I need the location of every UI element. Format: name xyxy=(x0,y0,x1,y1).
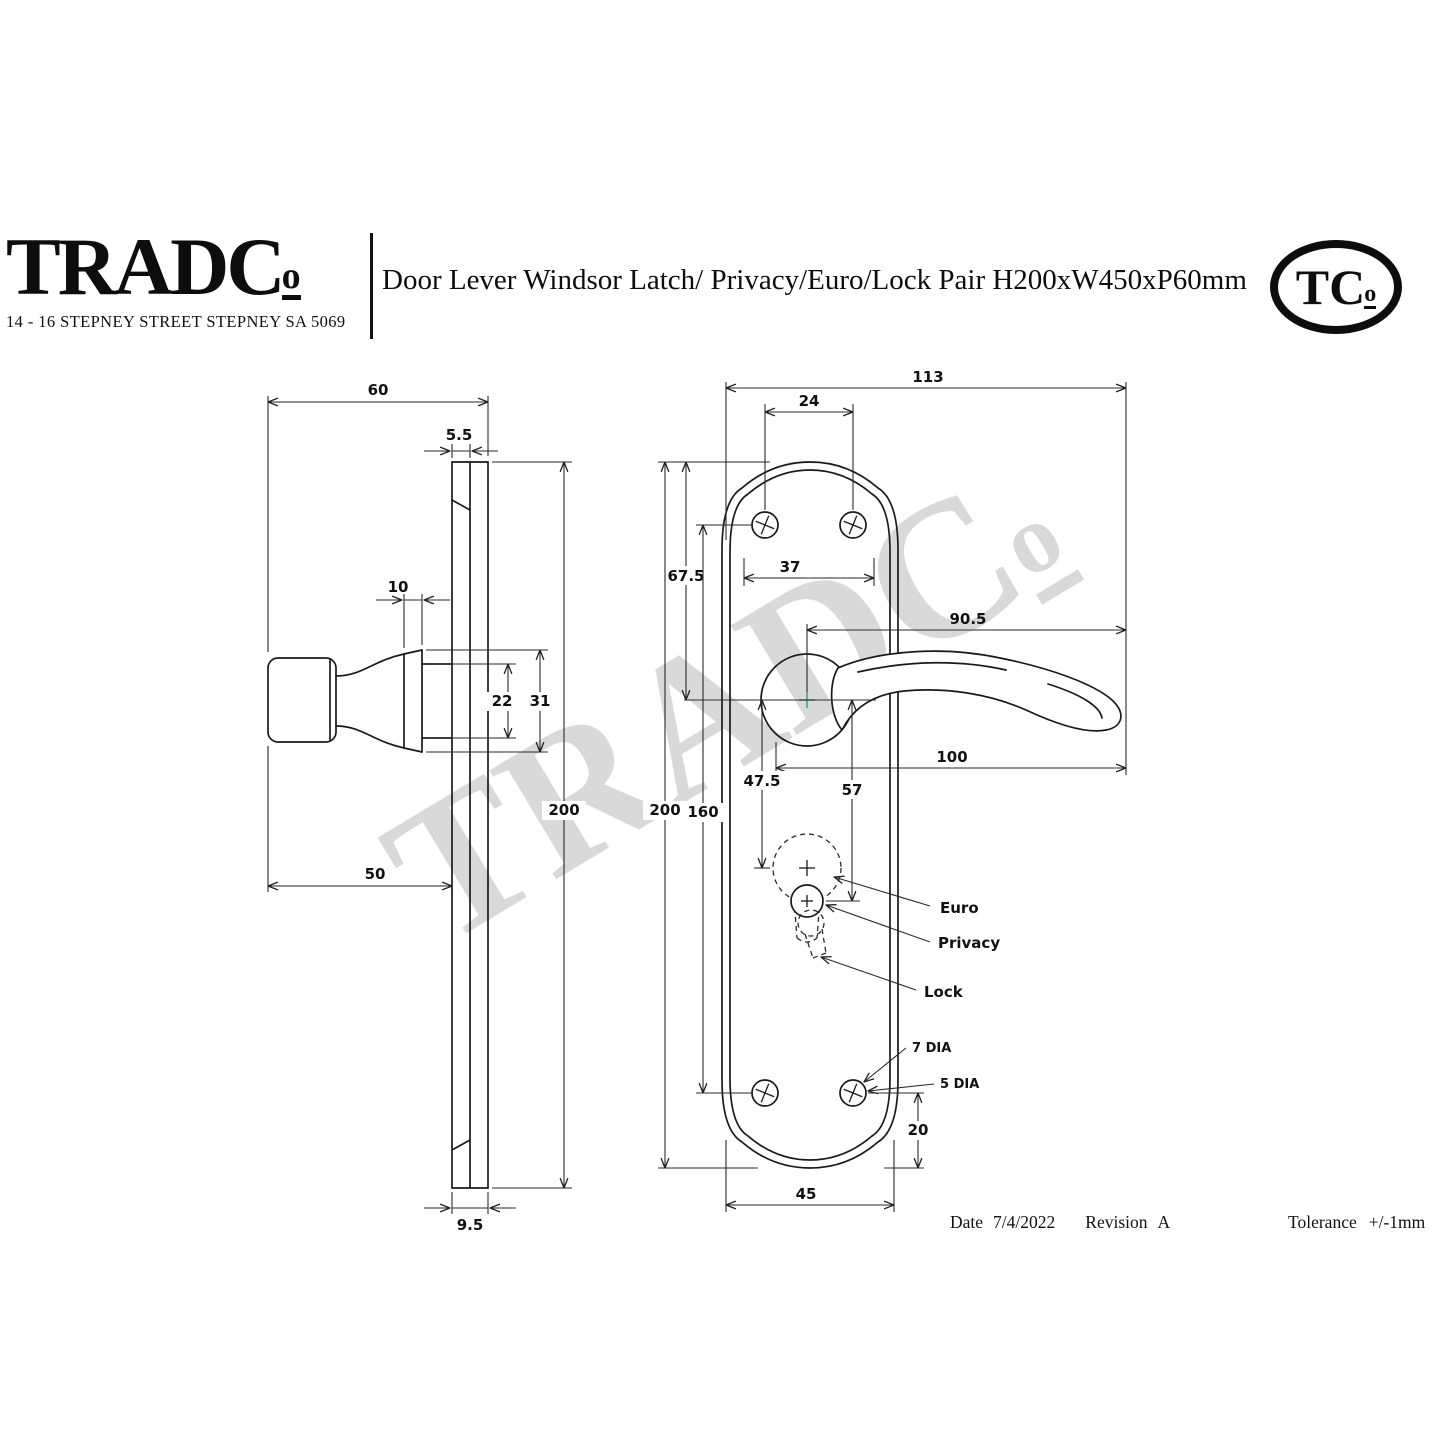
screw-bottom-right xyxy=(839,1079,867,1107)
dim-overall-width: 113 xyxy=(725,368,1127,775)
revision-label: Revision xyxy=(1085,1212,1148,1232)
dim-centre-to-privacy-text: 57 xyxy=(842,781,863,799)
company-badge: TCo xyxy=(1270,240,1402,334)
dim-screw-vertical-span-text: 160 xyxy=(687,803,718,821)
lever-grip-detail xyxy=(857,661,1007,673)
label-screw-inner-dia: 5 DIA xyxy=(940,1077,979,1092)
dim-plate-width: 45 xyxy=(725,1140,895,1212)
dim-rose-inner-text: 22 xyxy=(492,692,513,710)
logo-small-o: o xyxy=(281,257,301,300)
side-plate-profile xyxy=(451,461,489,1189)
dim-side-height-text: 200 xyxy=(548,801,579,819)
backplate-inner xyxy=(729,469,891,1161)
dim-top-to-centre-text: 67.5 xyxy=(667,567,704,585)
side-view: 60 5.5 10 22 xyxy=(267,381,586,1234)
dim-lever-length: 100 xyxy=(775,742,1126,776)
backplate-outer xyxy=(721,461,899,1169)
dim-front-height-text: 200 xyxy=(649,801,680,819)
dim-top-to-centre: 67.5 xyxy=(662,461,770,700)
tolerance-label: Tolerance xyxy=(1288,1212,1357,1232)
dim-base-thickness: 9.5 xyxy=(424,1192,516,1234)
leader-privacy: Privacy xyxy=(826,905,1000,952)
label-privacy: Privacy xyxy=(938,934,1000,952)
leader-screw-inner-dia: 5 DIA xyxy=(868,1077,979,1092)
euro-cylinder-cutout xyxy=(772,833,842,943)
dim-lever-reach: 90.5 xyxy=(806,610,1126,692)
dim-screw-to-bottom-text: 20 xyxy=(908,1121,929,1139)
dim-plate-top-width: 37 xyxy=(743,558,875,586)
company-logo: TRADCo xyxy=(6,226,346,308)
logo-main: TRADC xyxy=(6,221,286,312)
screw-top-left xyxy=(751,511,779,539)
dim-edge-thickness: 5.5 xyxy=(424,426,498,458)
revision-value: A xyxy=(1157,1212,1171,1232)
date-label: Date xyxy=(950,1212,984,1232)
dim-edge-thickness-text: 5.5 xyxy=(446,426,473,444)
dim-side-height: 200 xyxy=(492,461,586,1189)
dim-centre-to-privacy: 57 xyxy=(826,700,868,902)
date-value: 7/4/2022 xyxy=(993,1212,1056,1232)
dim-front-height: 200 xyxy=(643,461,758,1169)
privacy-turn-cutout xyxy=(790,884,824,918)
dim-lever-length-text: 100 xyxy=(936,748,967,766)
tolerance-value: +/-1mm xyxy=(1368,1212,1426,1232)
brand-block: TRADCo 14 - 16 STEPNEY STREET STEPNEY SA… xyxy=(6,226,346,332)
lever-scroll-detail xyxy=(1047,683,1103,719)
badge-small-o: o xyxy=(1364,281,1377,309)
dim-collar-width-text: 10 xyxy=(388,578,409,596)
label-euro: Euro xyxy=(940,899,979,917)
footer-revision-info: Date 7/4/2022 Revision A xyxy=(950,1212,1180,1233)
dim-rose-outer: 31 xyxy=(426,649,555,753)
lock-keyhole-cutout xyxy=(797,909,827,959)
front-view: 113 24 67.5 37 200 xyxy=(643,368,1127,1212)
dim-rose-outer-text: 31 xyxy=(530,692,551,710)
lever-handle xyxy=(830,650,1122,732)
label-lock: Lock xyxy=(924,983,964,1001)
dim-handle-length: 50 xyxy=(267,746,452,892)
badge-main: TC xyxy=(1295,259,1366,315)
dim-screw-to-bottom: 20 xyxy=(868,1092,932,1169)
dim-overall-width-text: 113 xyxy=(912,368,943,386)
leader-screw-outer-dia: 7 DIA xyxy=(864,1041,951,1082)
dim-screw-span: 24 xyxy=(764,392,854,510)
screw-top-right xyxy=(839,511,867,539)
dim-base-thickness-text: 9.5 xyxy=(457,1216,484,1234)
dim-screw-span-text: 24 xyxy=(799,392,820,410)
dim-lever-reach-text: 90.5 xyxy=(949,610,986,628)
dim-screw-vertical-span: 160 xyxy=(683,524,752,1094)
dim-plate-top-width-text: 37 xyxy=(780,558,801,576)
header-divider xyxy=(370,233,373,339)
dim-collar-width: 10 xyxy=(376,578,450,648)
company-address: 14 - 16 STEPNEY STREET STEPNEY SA 5069 xyxy=(6,312,346,331)
badge-text: TCo xyxy=(1295,259,1377,315)
dim-rose-inner: 22 xyxy=(426,663,517,739)
leader-euro: Euro xyxy=(834,877,979,917)
dim-centre-to-euro: 47.5 xyxy=(738,700,786,869)
leader-lock: Lock xyxy=(821,957,964,1001)
dim-handle-length-text: 50 xyxy=(365,865,386,883)
dim-plate-width-text: 45 xyxy=(796,1185,817,1203)
side-handle-profile xyxy=(267,649,453,753)
drawing-title: Door Lever Windsor Latch/ Privacy/Euro/L… xyxy=(382,264,1247,296)
screw-bottom-left xyxy=(751,1079,779,1107)
dim-centre-to-euro-text: 47.5 xyxy=(743,772,780,790)
label-screw-outer-dia: 7 DIA xyxy=(912,1041,951,1056)
dim-projection: 60 xyxy=(267,381,489,652)
dim-projection-text: 60 xyxy=(368,381,389,399)
footer-tolerance-info: Tolerance +/-1mm xyxy=(1288,1212,1437,1233)
